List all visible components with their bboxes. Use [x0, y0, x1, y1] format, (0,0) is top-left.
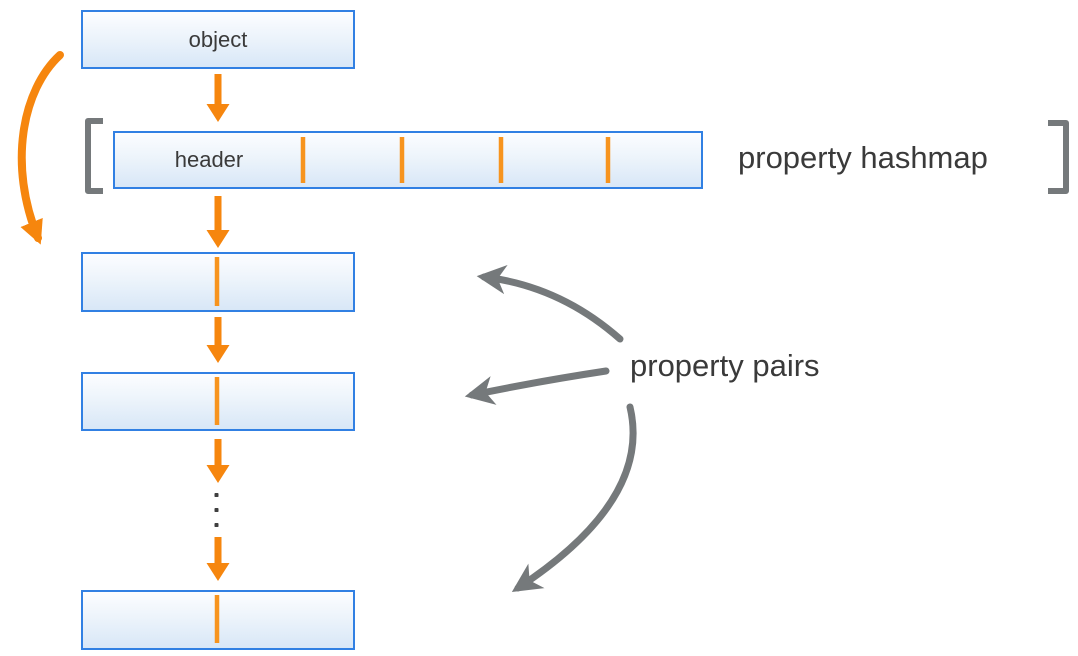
down-arrow-icon — [206, 196, 230, 248]
header-cell: header — [115, 133, 303, 187]
property-hashmap-label: property hashmap — [738, 140, 988, 175]
property-pairs-label: property pairs — [630, 348, 820, 383]
ellipsis-dot — [214, 493, 219, 497]
curved-arrow-icon — [17, 51, 64, 245]
property-pair-box-3 — [81, 590, 355, 650]
down-arrow-icon — [206, 317, 230, 363]
down-arrow-icon — [206, 439, 230, 483]
ellipsis-dot — [214, 523, 219, 527]
gray-curved-arrow-icon — [476, 265, 624, 343]
ellipsis-dot — [214, 508, 219, 512]
hashmap-header-box: header — [113, 131, 703, 189]
down-arrow-icon — [206, 537, 230, 581]
object-box: object — [81, 10, 355, 69]
down-arrow-icon — [206, 74, 230, 122]
object-box-label: object — [188, 26, 248, 52]
left-bracket-icon — [85, 118, 103, 194]
property-pair-box-1 — [81, 252, 355, 312]
gray-curved-arrow-icon — [511, 403, 637, 593]
right-bracket-icon — [1048, 120, 1069, 194]
header-box-label: header — [174, 147, 244, 172]
property-pair-box-2 — [81, 372, 355, 431]
gray-straight-arrow-icon — [464, 367, 610, 405]
